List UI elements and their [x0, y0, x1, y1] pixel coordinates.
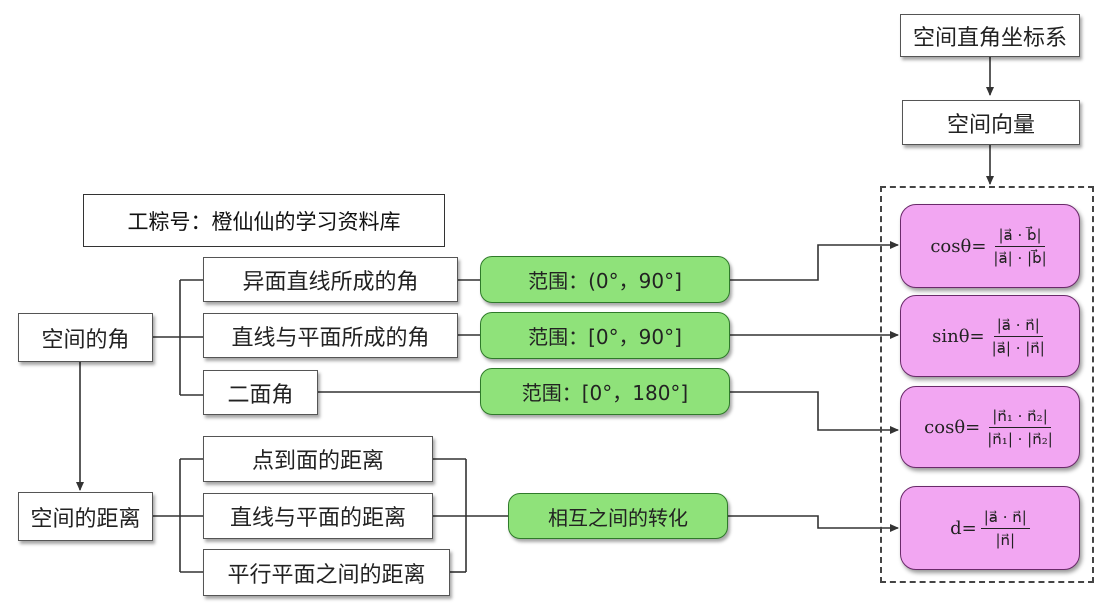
formula-skew-angle: cosθ= |a⃗ · b⃗| |a⃗| · |b⃗|	[900, 204, 1080, 288]
conversion-box: 相互之间的转化	[508, 493, 728, 539]
distance-item-label: 直线与平面的距离	[229, 506, 406, 531]
formula-denominator: |a⃗| · |b⃗|	[993, 248, 1047, 267]
formula-lhs: cosθ=	[930, 235, 987, 257]
angle-item-skew-lines: 异面直线所成的角	[203, 257, 458, 302]
formula-lhs: d=	[950, 517, 977, 539]
range-label: 范围：[0°，180°]	[521, 381, 689, 405]
range-label: 范围：(0°，90°]	[528, 269, 682, 293]
range-label: 范围：[0°，90°]	[528, 325, 682, 349]
formula-lhs: cosθ=	[924, 416, 981, 438]
angle-item-label: 二面角	[227, 382, 294, 408]
angle-item-dihedral: 二面角	[203, 370, 318, 415]
watermark-text: 工粽号：橙仙仙的学习资料库	[127, 209, 401, 234]
distance-root-box: 空间的距离	[18, 492, 153, 541]
formula-numerator: |a⃗ · n⃗|	[980, 508, 1030, 529]
distance-item-label: 点到面的距离	[251, 449, 384, 474]
range-dihedral: 范围：[0°，180°]	[480, 368, 730, 415]
coordinate-system-label: 空间直角坐标系	[912, 25, 1067, 51]
distance-item-point-plane: 点到面的距离	[203, 436, 433, 482]
distance-item-line-plane: 直线与平面的距离	[203, 493, 433, 539]
formula-denominator: |a⃗| · |n⃗|	[991, 338, 1045, 357]
formula-denominator: |n⃗₁| · |n⃗₂|	[987, 429, 1053, 448]
coordinate-system-box: 空间直角坐标系	[900, 14, 1080, 57]
formula-distance: d= |a⃗ · n⃗| |n⃗|	[900, 486, 1080, 570]
range-skew-lines: 范围：(0°，90°]	[480, 256, 730, 303]
distance-item-label: 平行平面之间的距离	[227, 562, 426, 588]
space-vector-box: 空间向量	[902, 100, 1080, 145]
range3-to-formula3	[730, 391, 899, 434]
angle-item-label: 直线与平面所成的角	[231, 325, 430, 351]
watermark-label: 工粽号：橙仙仙的学习资料库	[83, 194, 445, 247]
formula-group-frame	[880, 186, 1094, 583]
conversion-label: 相互之间的转化	[548, 505, 688, 530]
formula-line-plane-angle: sinθ= |a⃗ · n⃗| |a⃗| · |n⃗|	[900, 295, 1080, 377]
distance-item-parallel-planes: 平行平面之间的距离	[203, 549, 450, 596]
angle-item-line-plane: 直线与平面所成的角	[203, 313, 458, 358]
formula-numerator: |a⃗ · n⃗|	[993, 316, 1043, 337]
angle-root-box: 空间的角	[18, 313, 153, 362]
formula-numerator: |a⃗ · b⃗|	[995, 226, 1045, 247]
angle-item-label: 异面直线所成的角	[242, 269, 419, 295]
angle-root-label: 空间的角	[41, 327, 130, 353]
distance-root-label: 空间的距离	[30, 506, 141, 532]
formula-numerator: |n⃗₁ · n⃗₂|	[989, 407, 1051, 428]
formula-denominator: |n⃗|	[995, 530, 1016, 549]
range-line-plane: 范围：[0°，90°]	[480, 312, 730, 359]
formula-dihedral-angle: cosθ= |n⃗₁ · n⃗₂| |n⃗₁| · |n⃗₂|	[900, 386, 1080, 468]
formula-lhs: sinθ=	[932, 325, 985, 347]
conversion-to-formula4	[728, 515, 899, 532]
range1-to-formula1	[730, 241, 899, 281]
space-vector-label: 空间向量	[946, 112, 1035, 138]
